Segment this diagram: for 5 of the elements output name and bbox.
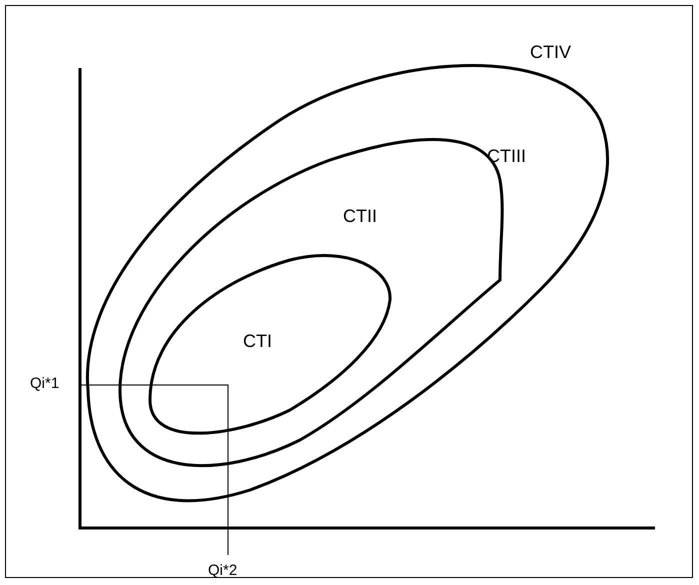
axis-value-label: Qi*1 bbox=[30, 376, 60, 391]
axis-value-label: Qi*2 bbox=[208, 563, 238, 578]
curve-label: CTIV bbox=[530, 43, 572, 61]
curve-label: CTI bbox=[243, 332, 272, 350]
curve-label: CTII bbox=[343, 207, 377, 225]
